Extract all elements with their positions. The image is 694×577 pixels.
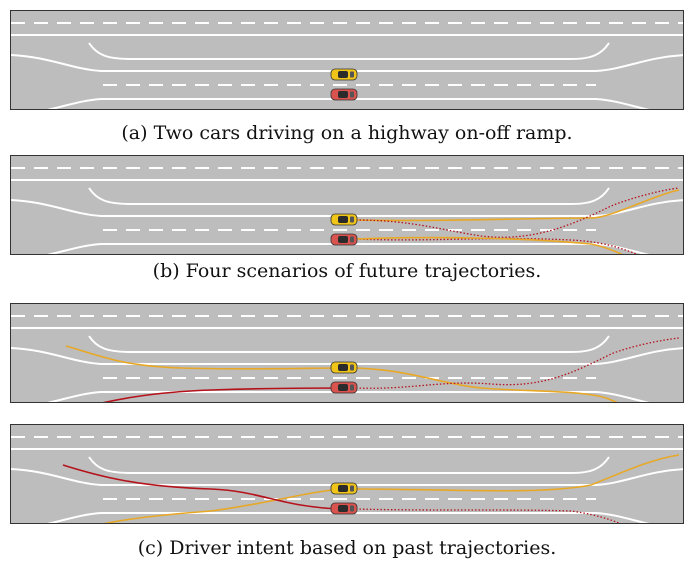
- red-future-path: [355, 508, 621, 523]
- car-rear-window: [350, 384, 354, 391]
- car-windshield: [338, 485, 348, 492]
- yellow-car: [330, 482, 358, 495]
- car-rear-window: [350, 485, 354, 492]
- red-past-path: [62, 464, 342, 510]
- caption-a: (a) Two cars driving on a highway on-off…: [121, 122, 573, 144]
- red-car: [330, 88, 358, 101]
- car-windshield: [338, 236, 348, 243]
- red-car: [330, 381, 358, 394]
- red-future-path: [355, 337, 680, 389]
- yellow-car: [330, 68, 358, 81]
- red-car: [330, 502, 358, 515]
- highway-panel-c2: [10, 424, 684, 524]
- car-windshield: [338, 71, 348, 78]
- yellow-future-up-path: [355, 187, 680, 238]
- ramp-outer-lower-edge: [47, 243, 650, 254]
- yellow-future-straight-path: [355, 189, 680, 222]
- red-past-path: [102, 387, 342, 402]
- ramp-outer-lower-edge: [47, 98, 650, 109]
- red-car: [330, 233, 358, 246]
- trajectories: [355, 187, 680, 254]
- car-rear-window: [350, 505, 354, 512]
- yellow-past-path: [103, 488, 342, 523]
- yellow-past-path: [65, 345, 342, 370]
- yellow-future-path: [355, 367, 618, 402]
- car-rear-window: [350, 216, 354, 223]
- car-windshield: [338, 384, 348, 391]
- yellow-future-path: [355, 454, 680, 492]
- red-future-straight-path: [355, 237, 638, 254]
- car-rear-window: [350, 71, 354, 78]
- ramp-upper-boundary: [88, 456, 610, 474]
- highway-scene-a: [11, 22, 683, 109]
- highway-panel-b: [10, 155, 684, 255]
- ramp-upper-boundary: [88, 187, 610, 205]
- car-rear-window: [350, 364, 354, 371]
- yellow-car: [330, 361, 358, 374]
- car-rear-window: [350, 236, 354, 243]
- car-windshield: [338, 91, 348, 98]
- yellow-car: [330, 213, 358, 226]
- car-windshield: [338, 216, 348, 223]
- cars: [330, 68, 358, 101]
- highway-scene-c1: [11, 315, 683, 402]
- ramp-upper-boundary: [88, 42, 610, 60]
- cars: [330, 482, 358, 515]
- car-rear-window: [350, 91, 354, 98]
- caption-c: (c) Driver intent based on past trajecto…: [137, 537, 557, 559]
- red-future-down-path: [355, 236, 623, 254]
- cars: [330, 213, 358, 246]
- highway-scene-b: [11, 167, 683, 254]
- highway-panel-c1: [10, 303, 684, 403]
- highway-panel-a: [10, 10, 684, 110]
- caption-b: (b) Four scenarios of future trajectorie…: [152, 260, 542, 282]
- car-windshield: [338, 505, 348, 512]
- trajectories: [65, 337, 680, 402]
- car-windshield: [338, 364, 348, 371]
- ramp-upper-boundary: [88, 335, 610, 353]
- highway-scene-c2: [11, 436, 683, 523]
- trajectories: [62, 454, 680, 523]
- cars: [330, 361, 358, 394]
